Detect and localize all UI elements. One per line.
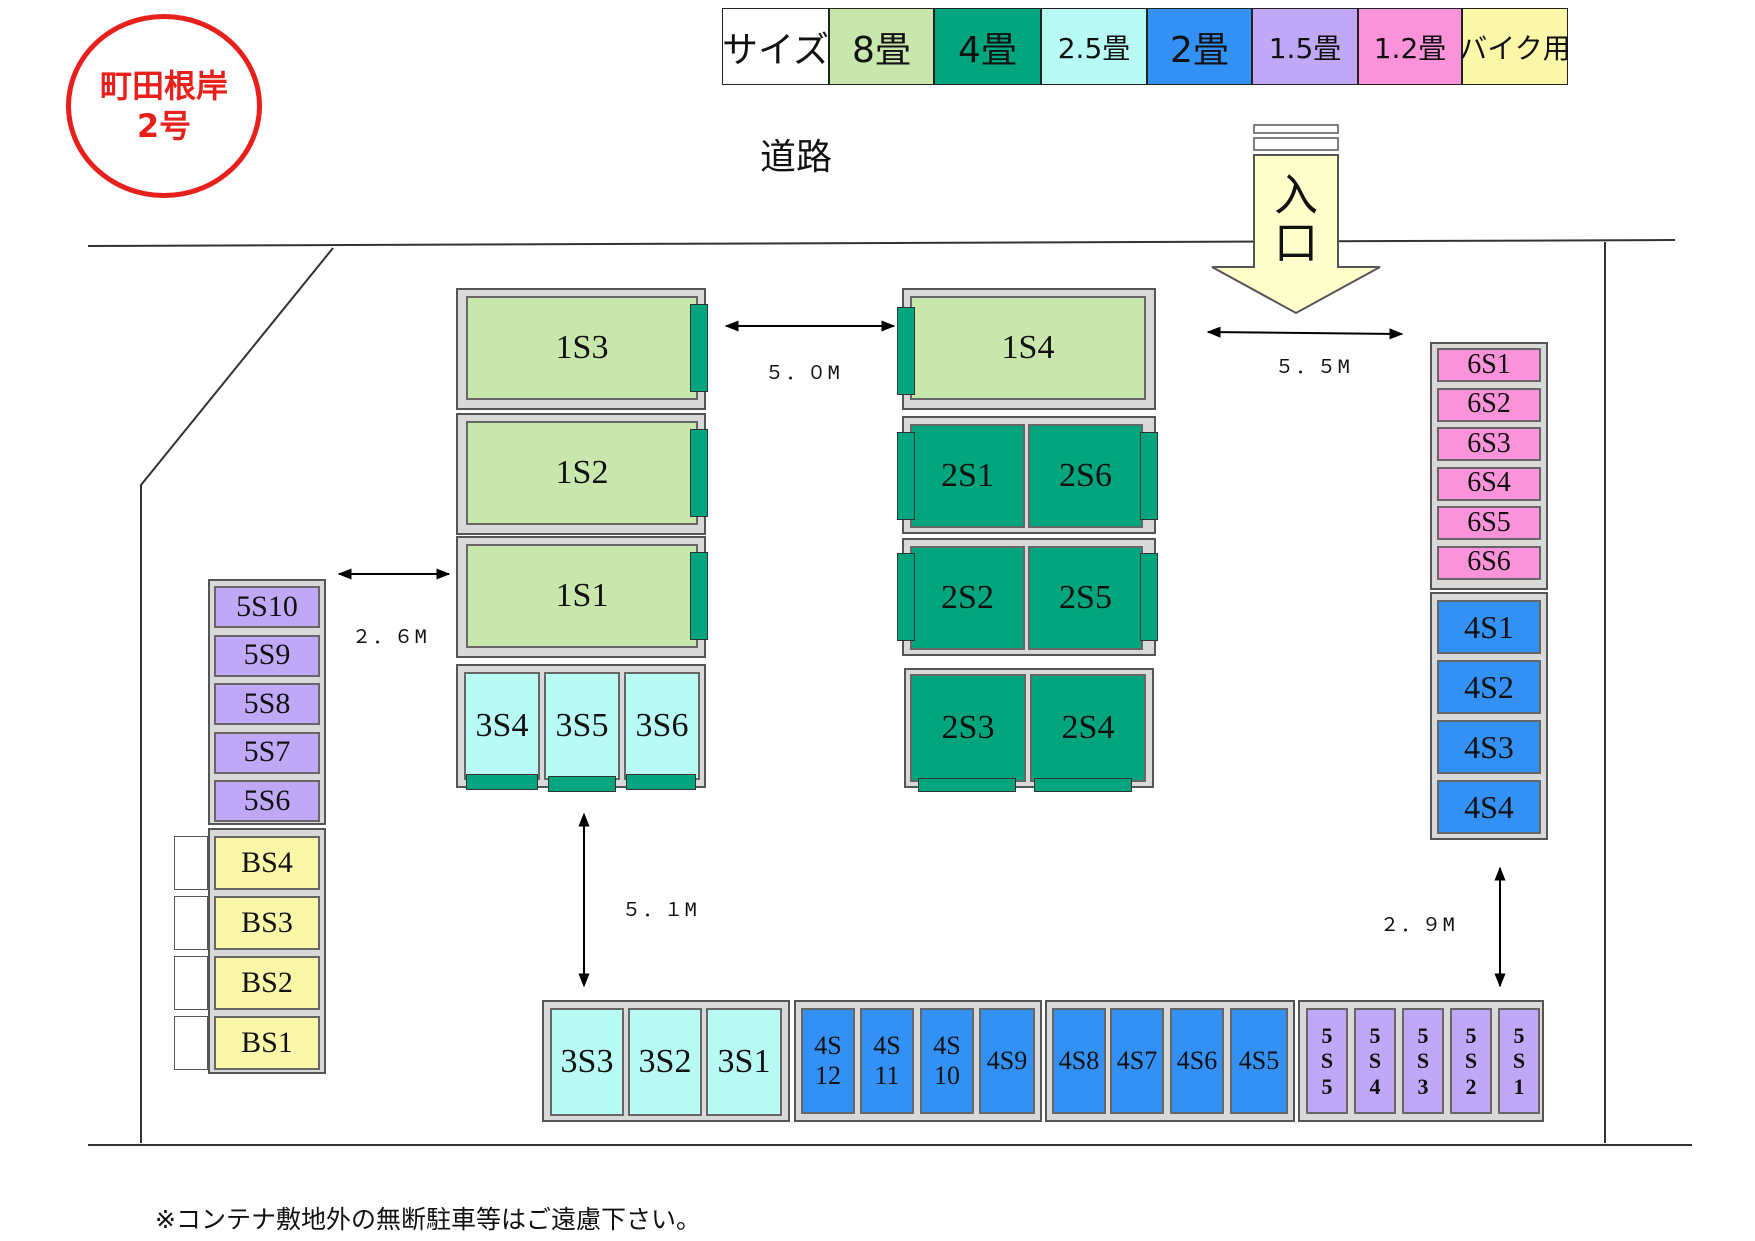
unit-bike: BS3: [214, 896, 320, 950]
unit-door: [1034, 778, 1132, 792]
unit-12jo: 6S6: [1437, 545, 1541, 580]
unit-bike: BS1: [214, 1016, 320, 1070]
unit-door: [626, 774, 696, 790]
unit-15jo: 5S8: [214, 683, 320, 725]
distance-label-3: ２．６M: [352, 626, 429, 648]
unit-25jo: 3S4: [464, 672, 540, 780]
unit-15jo: 5 S 2: [1450, 1008, 1492, 1114]
unit-12jo: 6S4: [1437, 466, 1541, 501]
unit-15jo: 5S9: [214, 634, 320, 677]
unit-2jo: 4S6: [1170, 1008, 1224, 1114]
site-badge-number: 2号: [136, 107, 192, 145]
unit-15jo: 5S7: [214, 731, 320, 774]
unit-door: [897, 432, 915, 520]
distance-label-1: ５．０M: [765, 362, 842, 384]
legend-item-8: バイク用: [1459, 8, 1571, 85]
entrance-arrow: [1211, 154, 1381, 315]
unit-door: [897, 553, 915, 641]
unit-12jo: 6S5: [1437, 506, 1541, 540]
bike-space: [174, 896, 208, 950]
unit-2jo: 4S 11: [860, 1008, 914, 1114]
road-boundary-line: [87, 239, 1676, 247]
unit-25jo: 3S5: [544, 672, 620, 780]
distance-label-2: ５．５M: [1275, 356, 1352, 378]
unit-2jo: 4S 12: [801, 1008, 855, 1114]
unit-door: [690, 552, 708, 640]
distance-arrow-2: [1206, 326, 1404, 340]
unit-15jo: 5S6: [214, 780, 320, 822]
entrance-bar-bottom: [1253, 137, 1339, 151]
footer-note: ※コンテナ敷地外の無断駐車等はご遠慮下さい。: [155, 1205, 701, 1234]
unit-8jo: 1S2: [466, 421, 698, 525]
unit-door: [548, 776, 616, 792]
unit-door: [690, 429, 708, 517]
unit-8jo: 1S1: [466, 544, 698, 648]
legend-item-7: 1.2畳: [1358, 8, 1462, 85]
unit-door: [466, 774, 538, 790]
site-badge-name: 町田根岸: [99, 67, 228, 105]
unit-25jo: 3S3: [550, 1008, 624, 1116]
site-badge: 町田根岸 2号: [66, 14, 262, 198]
unit-8jo: 1S3: [466, 296, 698, 400]
entrance-label-1: 入: [1274, 170, 1318, 221]
road-label: 道路: [760, 137, 833, 178]
distance-label-4: ５．１M: [622, 899, 699, 921]
unit-4jo: 2S6: [1028, 424, 1143, 528]
unit-8jo: 1S4: [910, 296, 1146, 400]
unit-15jo: 5 S 3: [1402, 1008, 1444, 1114]
unit-12jo: 6S2: [1437, 387, 1541, 422]
unit-2jo: 4S4: [1437, 780, 1541, 834]
unit-2jo: 4S9: [979, 1008, 1035, 1114]
legend-item-5: 2畳: [1147, 8, 1252, 85]
unit-bike: BS4: [214, 836, 320, 890]
unit-2jo: 4S 10: [920, 1008, 974, 1114]
unit-4jo: 2S4: [1030, 674, 1146, 782]
unit-15jo: 5 S 1: [1498, 1008, 1540, 1114]
bike-space: [174, 1016, 208, 1070]
unit-25jo: 3S6: [624, 672, 700, 780]
distance-label-5: ２．９M: [1380, 914, 1457, 936]
unit-2jo: 4S2: [1437, 660, 1541, 714]
bike-space: [174, 836, 208, 890]
entrance-bar-top: [1253, 124, 1339, 134]
unit-door: [690, 304, 708, 392]
unit-2jo: 4S7: [1110, 1008, 1164, 1114]
unit-4jo: 2S2: [910, 546, 1025, 650]
unit-25jo: 3S2: [628, 1008, 702, 1116]
unit-4jo: 2S3: [910, 674, 1026, 782]
unit-15jo: 5 S 5: [1306, 1008, 1348, 1114]
entrance-label-2: 口: [1274, 218, 1318, 270]
legend-item-3: 4畳: [934, 8, 1041, 85]
unit-door: [1140, 432, 1158, 520]
unit-4jo: 2S5: [1028, 546, 1143, 650]
unit-25jo: 3S1: [706, 1008, 782, 1116]
legend-item-2: 8畳: [829, 8, 934, 85]
unit-door: [897, 307, 915, 395]
legend-item-4: 2.5畳: [1041, 8, 1147, 85]
site-boundary: [140, 247, 334, 1143]
unit-15jo: 5S10: [214, 586, 320, 628]
unit-4jo: 2S1: [910, 424, 1025, 528]
bike-space: [174, 956, 208, 1010]
unit-bike: BS2: [214, 956, 320, 1010]
unit-2jo: 4S3: [1437, 720, 1541, 774]
unit-2jo: 4S8: [1052, 1008, 1106, 1114]
legend-item-1: サイズ: [722, 8, 829, 85]
legend-item-6: 1.5畳: [1252, 8, 1358, 85]
unit-door: [918, 778, 1016, 792]
entrance-label: 入 口: [1254, 170, 1338, 270]
unit-15jo: 5 S 4: [1354, 1008, 1396, 1114]
unit-door: [1140, 553, 1158, 641]
unit-2jo: 4S1: [1437, 600, 1541, 654]
unit-2jo: 4S5: [1230, 1008, 1288, 1114]
unit-12jo: 6S1: [1437, 348, 1541, 382]
unit-12jo: 6S3: [1437, 427, 1541, 461]
